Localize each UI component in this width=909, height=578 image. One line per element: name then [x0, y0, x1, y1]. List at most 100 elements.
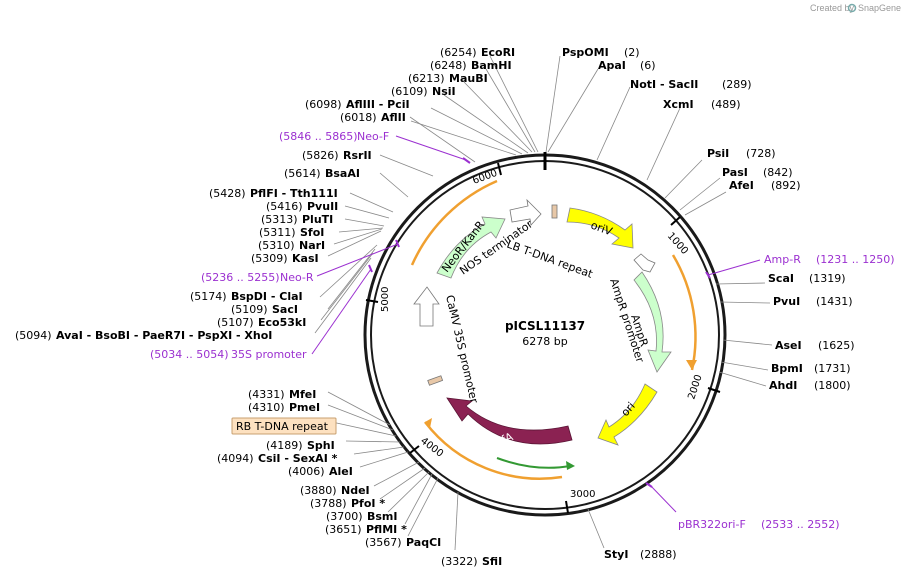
site-pos: (3322)	[441, 555, 478, 568]
site-name[interactable]: SfoI	[300, 226, 324, 239]
site-pos: (1431)	[816, 295, 853, 308]
site-name[interactable]: ApaI	[598, 59, 626, 72]
site-name[interactable]: MauBI	[449, 72, 488, 85]
site-name[interactable]: Eco53kI	[258, 316, 306, 329]
site-name[interactable]: NotI - SacII	[630, 78, 698, 91]
orf-arcs	[410, 179, 697, 480]
feature-nos-terminator[interactable]	[509, 198, 542, 226]
site-pos: (6)	[640, 59, 656, 72]
site-name[interactable]: MfeI	[289, 388, 316, 401]
site-name[interactable]: PvuII	[307, 200, 338, 213]
credit-brand[interactable]: SnapGene	[858, 3, 901, 13]
site-name[interactable]: NsiI	[432, 85, 456, 98]
site-pos: (5311)	[259, 226, 296, 239]
site-name[interactable]: NdeI	[341, 484, 370, 497]
primer-range: (1231 .. 1250)	[816, 253, 895, 266]
site-pos: (6213)	[408, 72, 445, 85]
site-name[interactable]: BpmI	[771, 362, 803, 375]
site-pos: (5614)	[284, 167, 321, 180]
site-name[interactable]: BsmI	[367, 510, 398, 523]
site-name[interactable]: SfiI	[482, 555, 502, 568]
site-name[interactable]: PflMI *	[366, 523, 407, 536]
site-pos: (1625)	[818, 339, 855, 352]
site-name[interactable]: AvaI - BsoBI - PaeR7I - PspXI - XhoI	[56, 329, 272, 342]
site-name[interactable]: BspDI - ClaI	[231, 290, 303, 303]
feature-ampr[interactable]	[633, 271, 672, 373]
site-pos: (2888)	[640, 548, 677, 561]
site-label-group-top-right: PspOMI (2) ApaI (6) NotI - SacII (289) X…	[562, 46, 801, 192]
site-name[interactable]: PvuI	[773, 295, 800, 308]
site-pos: (5094)	[15, 329, 52, 342]
snapgene-logo-icon	[847, 3, 857, 13]
site-pos: (1731)	[814, 362, 851, 375]
feature-ampr-promoter-arrow[interactable]	[633, 253, 656, 273]
feature-rb-repeat-box[interactable]	[427, 375, 444, 386]
feature-camv-35s-arrow[interactable]	[413, 286, 440, 327]
orf-arrowhead-trfa	[425, 418, 432, 428]
site-name[interactable]: AfeI	[729, 179, 754, 192]
site-name[interactable]: SphI	[307, 439, 335, 452]
site-name[interactable]: PspOMI	[562, 46, 609, 59]
site-name[interactable]: PasI	[722, 166, 748, 179]
site-name[interactable]: CsiI - SexAI *	[258, 452, 338, 465]
tick-label-2000: 2000	[686, 373, 704, 401]
site-pos: (3651)	[325, 523, 362, 536]
feature-oriV[interactable]	[566, 207, 634, 249]
site-pos: (728)	[746, 147, 776, 160]
primer-range: (2533 .. 2552)	[761, 518, 840, 531]
site-name[interactable]: AleI	[329, 465, 353, 478]
site-pos: (5428)	[209, 187, 246, 200]
feature-ori[interactable]	[597, 383, 658, 446]
site-name[interactable]: AhdI	[769, 379, 797, 392]
leader-lines	[314, 55, 773, 551]
feature-lb-repeat-box[interactable]	[551, 204, 558, 219]
primer-name[interactable]: Amp-R	[764, 253, 801, 266]
tick-marks	[365, 162, 721, 514]
site-pos: (1800)	[814, 379, 851, 392]
site-name[interactable]: AflIII - PciI	[346, 98, 410, 111]
primer-marks	[368, 157, 711, 488]
site-pos: (4310)	[248, 401, 285, 414]
site-pos: (5107)	[217, 316, 254, 329]
site-name[interactable]: BamHI	[471, 59, 512, 72]
site-name[interactable]: StyI	[604, 548, 628, 561]
site-name[interactable]: SacI	[272, 303, 298, 316]
site-pos: (2)	[624, 46, 640, 59]
site-name[interactable]: RsrII	[343, 149, 372, 162]
primer-name[interactable]: Neo-R	[280, 271, 314, 284]
feature-trfa[interactable]	[446, 397, 573, 445]
rb-repeat-label-box[interactable]	[231, 417, 337, 435]
feature-neor-kanr[interactable]	[436, 216, 506, 279]
site-pos: (5174)	[190, 290, 227, 303]
credit-text: Created by	[810, 3, 855, 13]
site-name[interactable]: PaqCI	[406, 536, 441, 549]
site-label-group-bottom-left: (4189) SphI (4094) CsiI - SexAI * (4006)…	[217, 439, 502, 568]
site-name[interactable]: EcoRI	[481, 46, 515, 59]
plasmid-length: 6278 bp	[522, 335, 567, 348]
site-name[interactable]: PluTI	[302, 213, 333, 226]
site-name[interactable]: PfoI *	[351, 497, 385, 510]
site-pos: (6254)	[440, 46, 477, 59]
site-name[interactable]: XcmI	[663, 98, 694, 111]
site-name[interactable]: PflFI - Tth111I	[250, 187, 338, 200]
primer-name[interactable]: Neo-F	[357, 130, 389, 143]
feature-lb-repeat-label: LB T-DNA repeat	[505, 238, 595, 281]
site-name[interactable]: BsaAI	[325, 167, 360, 180]
site-label-group-right: ScaI (1319) PvuI (1431) AseI (1625) BpmI…	[768, 272, 855, 392]
site-name[interactable]: AflII	[381, 111, 406, 124]
site-name[interactable]: NarI	[299, 239, 325, 252]
site-pos: (5826)	[302, 149, 339, 162]
site-pos: (289)	[722, 78, 752, 91]
site-label-group-top-left: (6254) EcoRI (6248) BamHI (6213) MauBI (…	[305, 46, 515, 124]
site-pos: (5309)	[251, 252, 288, 265]
site-pos: (6018)	[340, 111, 377, 124]
site-name[interactable]: PmeI	[289, 401, 320, 414]
site-name[interactable]: ScaI	[768, 272, 794, 285]
site-name[interactable]: KasI	[292, 252, 319, 265]
site-label-group-lower-left: (4331) MfeI (4310) PmeI	[248, 388, 320, 414]
site-name[interactable]: PsiI	[707, 147, 729, 160]
primer-name[interactable]: 35S promoter	[231, 348, 307, 361]
site-name[interactable]: AseI	[775, 339, 802, 352]
primer-name[interactable]: pBR322ori-F	[678, 518, 746, 531]
